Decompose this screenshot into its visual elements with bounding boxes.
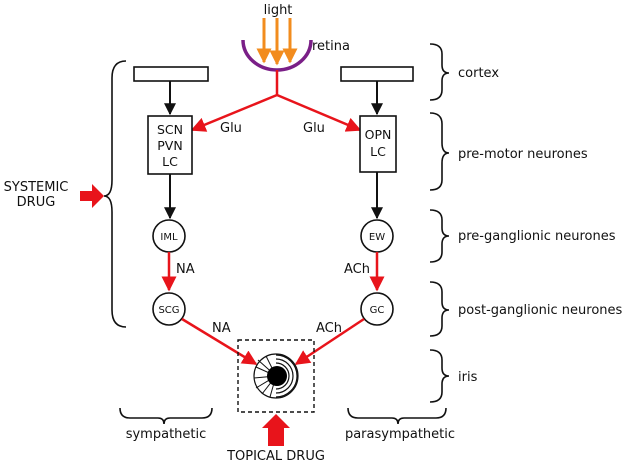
- scn-pvn-lc-box: [147, 115, 193, 175]
- light-label: light: [264, 3, 293, 18]
- scg-node: [152, 292, 186, 326]
- preganglionic-level-label: pre-ganglionic neurones: [458, 229, 616, 244]
- cortex-box-left: [133, 66, 209, 82]
- premotor-brace: [429, 112, 450, 191]
- sympathetic-brace: [119, 407, 213, 425]
- preganglionic-brace: [429, 209, 450, 263]
- parasympathetic-label: parasympathetic: [345, 427, 455, 442]
- cortex-level-label: cortex: [458, 66, 499, 81]
- systemic-drug-arrow: [80, 184, 104, 208]
- systemic-drug-label-line2: DRUG: [17, 195, 56, 210]
- opn-label: OPN: [365, 127, 392, 142]
- topical-drug-arrow: [262, 414, 290, 446]
- na-post-label: NA: [212, 321, 231, 336]
- iris-brace: [429, 349, 450, 403]
- pupil: [267, 366, 287, 386]
- scg-label: SCG: [158, 305, 179, 316]
- iris-box: [237, 339, 315, 413]
- pvn-label: PVN: [157, 138, 182, 153]
- systemic-drug-label-line1: SYSTEMIC: [4, 180, 69, 195]
- postganglionic-brace: [429, 281, 450, 337]
- gc-label: GC: [370, 305, 385, 316]
- cortex-box-right: [340, 66, 414, 82]
- na-pre-label: NA: [176, 262, 195, 277]
- iris-level-label: iris: [458, 370, 478, 385]
- postganglionic-level-label: post-ganglionic neurones: [458, 303, 623, 318]
- scg-to-iris-arrow: [181, 317, 258, 366]
- ach-pre-label: ACh: [344, 262, 370, 277]
- glu-left-label: Glu: [220, 121, 242, 136]
- premotor-level-label: pre-motor neurones: [458, 147, 588, 162]
- lc-right-label: LC: [370, 144, 386, 159]
- gc-node: [360, 292, 394, 326]
- topical-drug-label: TOPICAL DRUG: [226, 449, 325, 464]
- lc-left-label: LC: [162, 154, 178, 169]
- iml-label: IML: [160, 232, 178, 243]
- sympathetic-label: sympathetic: [126, 427, 207, 442]
- cortex-brace: [429, 43, 450, 101]
- parasympathetic-brace: [347, 407, 447, 425]
- gc-to-iris-arrow: [294, 317, 365, 366]
- retina-to-scn-arrow: [190, 93, 278, 132]
- retina-label: retina: [312, 39, 350, 54]
- retina-to-opn-arrow: [276, 93, 362, 132]
- ew-label: EW: [369, 232, 385, 243]
- systemic-brace: [103, 60, 127, 328]
- ach-post-label: ACh: [316, 321, 342, 336]
- scn-label: SCN: [157, 122, 183, 137]
- glu-right-label: Glu: [303, 121, 325, 136]
- light-rays: [256, 18, 298, 66]
- iris-icon: [253, 353, 299, 399]
